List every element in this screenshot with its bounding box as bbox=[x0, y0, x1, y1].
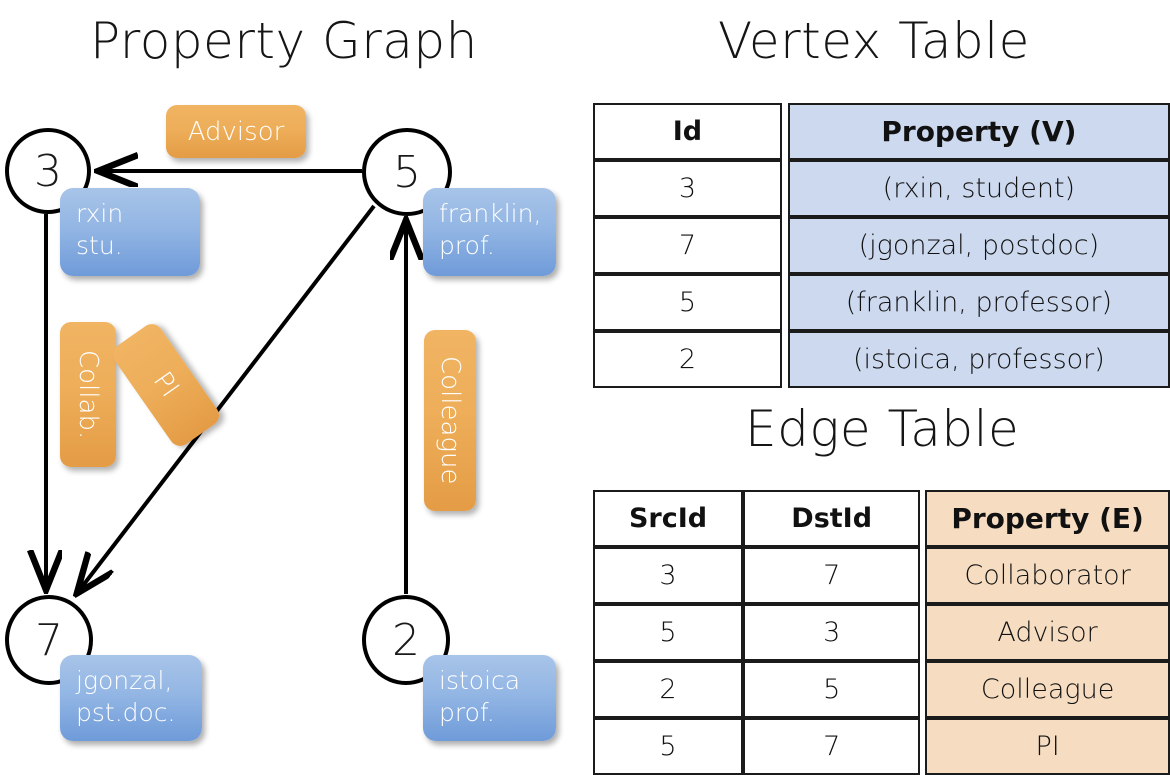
table-row: 2 5 Colleague bbox=[593, 661, 1170, 718]
vertex-property-jgonzal-line2: pst.doc. bbox=[76, 698, 176, 727]
edge-label-advisor: Advisor bbox=[166, 105, 306, 158]
table-row: 5 (franklin, professor) bbox=[593, 274, 1170, 331]
vertex-table-column-gap bbox=[781, 217, 788, 274]
edge-label-colleague: Colleague bbox=[424, 330, 476, 511]
vertex-table-cell-id: 2 bbox=[593, 331, 782, 388]
vertex-property-franklin-line1: franklin, bbox=[439, 199, 542, 228]
page-title-edge-table: Edge Table bbox=[745, 400, 1020, 458]
edge-label-collab-text: Collab. bbox=[73, 349, 103, 440]
edge-label-colleague-text: Colleague bbox=[435, 356, 465, 485]
table-row: 5 3 Advisor bbox=[593, 604, 1170, 661]
vertex-table-column-gap bbox=[781, 331, 788, 388]
edge-table-cell-srcid: 2 bbox=[593, 661, 744, 718]
vertex-table-cell-id: 3 bbox=[593, 160, 782, 217]
vertex-node-5-label: 5 bbox=[393, 146, 421, 198]
edge-table: SrcId DstId Property (E) 3 7 Collaborato… bbox=[593, 490, 1170, 775]
vertex-node-7-label: 7 bbox=[35, 614, 63, 666]
vertex-table-header-row: Id Property (V) bbox=[593, 103, 1170, 160]
vertex-property-box-rxin: rxin stu. bbox=[60, 188, 200, 276]
vertex-table-cell-property: (franklin, professor) bbox=[787, 274, 1170, 331]
property-graph-diagram: 3 5 7 2 rxin stu. franklin, prof. jgonza… bbox=[0, 0, 585, 760]
vertex-property-rxin-line2: stu. bbox=[76, 231, 123, 260]
vertex-property-franklin-line2: prof. bbox=[439, 231, 495, 260]
edge-table-cell-srcid: 5 bbox=[593, 604, 744, 661]
edge-line-pi bbox=[78, 204, 376, 592]
vertex-node-5[interactable]: 5 bbox=[362, 128, 452, 216]
vertex-node-2-label: 2 bbox=[392, 614, 420, 666]
edge-table-column-gap bbox=[920, 547, 926, 604]
edge-table-cell-property: Advisor bbox=[925, 604, 1170, 661]
edge-table-column-gap bbox=[920, 604, 926, 661]
page-title-vertex-table: Vertex Table bbox=[718, 12, 1030, 70]
vertex-property-box-franklin: franklin, prof. bbox=[423, 188, 556, 276]
table-row: 3 (rxin, student) bbox=[593, 160, 1170, 217]
edge-table-cell-property: PI bbox=[925, 718, 1170, 775]
edge-label-collab: Collab. bbox=[60, 322, 116, 467]
vertex-node-3-label: 3 bbox=[34, 145, 62, 197]
vertex-property-box-istoica: istoica prof. bbox=[423, 655, 556, 741]
vertex-property-istoica-line1: istoica bbox=[439, 666, 521, 695]
edge-label-pi-text: PI bbox=[147, 366, 185, 404]
edge-table-header-property: Property (E) bbox=[925, 490, 1170, 547]
edge-table-cell-dstid: 5 bbox=[743, 661, 921, 718]
edge-table-cell-property: Colleague bbox=[925, 661, 1170, 718]
edge-label-advisor-text: Advisor bbox=[187, 116, 285, 147]
edge-table-header-srcid: SrcId bbox=[593, 490, 744, 547]
vertex-table-header-property: Property (V) bbox=[787, 103, 1170, 160]
vertex-property-rxin-line1: rxin bbox=[76, 199, 124, 228]
vertex-table-column-gap bbox=[781, 274, 788, 331]
vertex-property-box-jgonzal: jgonzal, pst.doc. bbox=[60, 655, 202, 741]
edge-table-cell-dstid: 7 bbox=[743, 718, 921, 775]
vertex-table-cell-id: 5 bbox=[593, 274, 782, 331]
edge-table-cell-dstid: 7 bbox=[743, 547, 921, 604]
vertex-table-cell-property: (istoica, professor) bbox=[787, 331, 1170, 388]
edge-table-cell-srcid: 5 bbox=[593, 718, 744, 775]
vertex-table-cell-property: (jgonzal, postdoc) bbox=[787, 217, 1170, 274]
table-row: 2 (istoica, professor) bbox=[593, 331, 1170, 388]
vertex-property-istoica-line2: prof. bbox=[439, 698, 495, 727]
vertex-table-column-gap bbox=[781, 103, 788, 160]
vertex-table-cell-id: 7 bbox=[593, 217, 782, 274]
page-title-property-graph: Property Graph bbox=[90, 12, 478, 70]
edge-table-column-gap bbox=[920, 718, 926, 775]
edge-table-cell-dstid: 3 bbox=[743, 604, 921, 661]
edge-table-header-dstid: DstId bbox=[743, 490, 921, 547]
edge-table-column-gap bbox=[920, 661, 926, 718]
table-row: 7 (jgonzal, postdoc) bbox=[593, 217, 1170, 274]
vertex-table-cell-property: (rxin, student) bbox=[787, 160, 1170, 217]
vertex-table-column-gap bbox=[781, 160, 788, 217]
edge-table-cell-property: Collaborator bbox=[925, 547, 1170, 604]
vertex-property-jgonzal-line1: jgonzal, bbox=[76, 666, 173, 695]
table-row: 5 7 PI bbox=[593, 718, 1170, 775]
edge-table-header-row: SrcId DstId Property (E) bbox=[593, 490, 1170, 547]
vertex-table-header-id: Id bbox=[593, 103, 782, 160]
vertex-node-2[interactable]: 2 bbox=[362, 595, 450, 685]
edge-table-column-gap bbox=[920, 490, 926, 547]
vertex-table: Id Property (V) 3 (rxin, student) 7 (jgo… bbox=[593, 103, 1170, 388]
table-row: 3 7 Collaborator bbox=[593, 547, 1170, 604]
edge-table-cell-srcid: 3 bbox=[593, 547, 744, 604]
graph-edges-svg bbox=[0, 0, 585, 760]
